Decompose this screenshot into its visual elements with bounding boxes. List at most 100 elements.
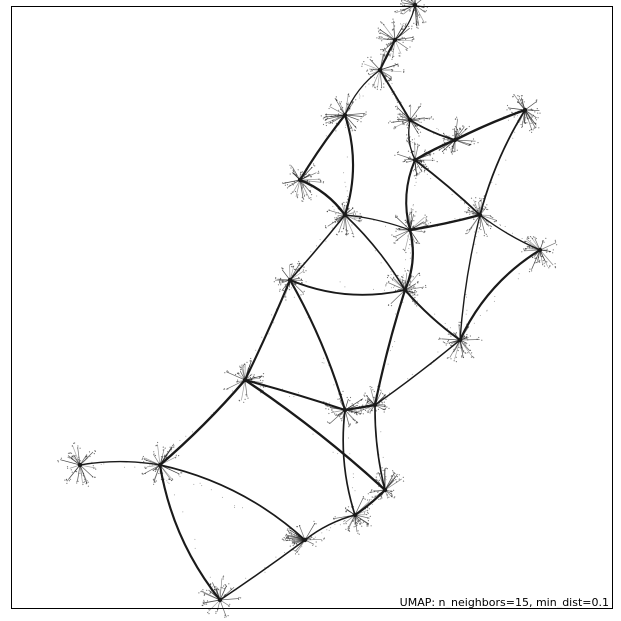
umap-point [351,130,353,132]
umap-point [413,285,415,287]
umap-point [470,356,473,358]
umap-strand [219,599,227,618]
umap-strand [524,109,536,128]
umap-strand [406,0,416,6]
umap-point [356,211,358,213]
umap-point [291,183,293,185]
umap-point [408,10,410,12]
umap-point [393,497,395,499]
umap-point [92,465,94,467]
umap-point [344,126,346,128]
umap-strand [414,159,426,170]
umap-strand [525,240,541,251]
umap-point [371,409,373,411]
umap-point [402,480,405,482]
umap-point [526,237,529,239]
umap-point [171,478,173,480]
umap-point [505,231,507,233]
umap-strand [79,464,83,484]
umap-point [498,174,500,176]
umap-strand [413,0,416,6]
umap-point [464,342,466,345]
umap-strand [241,379,246,401]
umap-point [264,567,266,568]
umap-point [349,400,351,402]
umap-point [288,531,290,533]
umap-point [344,113,346,115]
umap-point [455,127,457,129]
umap-point [402,117,404,119]
umap-point [506,104,509,107]
umap-point [480,228,482,231]
umap-point [473,322,475,324]
umap-point [294,171,296,173]
umap-strand [379,64,396,71]
umap-strand [414,159,427,168]
umap-point [342,413,343,415]
umap-strand [244,360,252,381]
umap-point [554,263,556,265]
umap-point [385,467,387,469]
umap-cluster [320,93,367,132]
umap-point [370,491,372,493]
umap-point [378,494,380,496]
umap-point [351,403,353,405]
umap-point [405,222,407,224]
umap-point [279,290,281,292]
umap-point [417,106,420,108]
umap-point [477,209,479,212]
umap-point [473,357,475,359]
umap-point [310,199,312,201]
umap-point [290,165,292,167]
umap-point [202,591,204,593]
umap-point [535,126,537,128]
umap-point [284,552,286,553]
umap-point [383,401,385,403]
umap-strand [459,339,471,352]
umap-point [349,424,351,426]
umap-point [168,478,170,480]
umap-point [149,464,151,466]
umap-point [395,64,397,66]
umap-strand [404,272,419,291]
umap-point [424,214,426,216]
umap-strand [393,119,411,129]
umap-point [409,294,411,296]
umap-point [72,455,74,457]
umap-point [360,121,362,123]
umap-point [401,282,403,283]
umap-strand [331,114,346,123]
umap-point [76,482,78,484]
umap-point [330,103,332,105]
umap-point [291,191,293,193]
umap-point [412,36,414,38]
umap-point [335,213,337,215]
umap-point [346,196,348,197]
umap-point [409,212,411,215]
umap-point [366,69,369,71]
umap-point [253,381,256,383]
umap-point [367,506,369,508]
umap-point [77,445,79,447]
umap-point [373,490,375,492]
umap-point [305,281,307,283]
umap-point [546,248,548,250]
umap-point [460,199,462,201]
umap-point [392,18,394,20]
umap-point [328,209,330,211]
umap-strand [159,464,180,475]
umap-point [455,134,458,136]
umap-point [310,251,312,253]
umap-point [393,235,395,237]
umap-cluster [436,116,479,155]
umap-point [468,210,470,212]
umap-point [411,154,414,156]
umap-point [386,468,388,470]
umap-point [411,291,413,293]
umap-point [433,153,435,155]
umap-point [290,533,292,535]
umap-point [335,130,337,132]
umap-point [425,21,427,23]
umap-point [203,599,205,601]
